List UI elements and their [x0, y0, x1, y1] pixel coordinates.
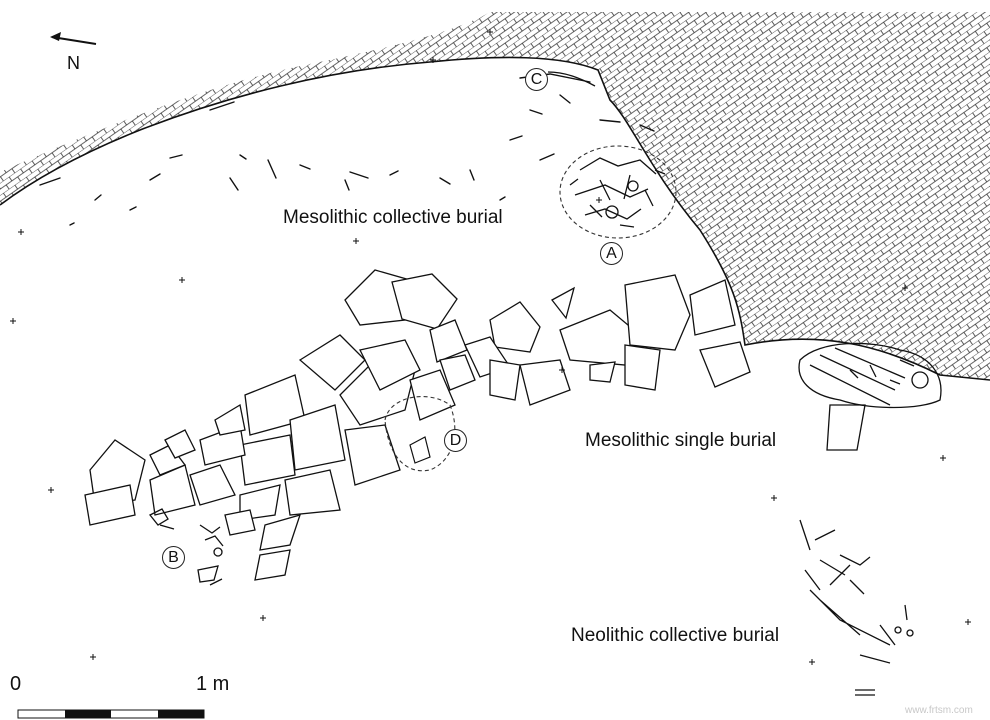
- watermark: www.frtsm.com: [905, 705, 973, 716]
- scale-start-label: 0: [10, 673, 22, 695]
- label-neolithic-collective: Neolithic collective burial: [571, 625, 780, 646]
- scale-bar: [17, 709, 205, 719]
- stone-cluster: [84, 269, 751, 581]
- bone-scatter-north: [39, 73, 655, 226]
- label-mesolithic-single: Mesolithic single burial: [585, 430, 777, 451]
- north-arrow: [50, 32, 97, 45]
- neolithic-burial: [799, 519, 914, 696]
- single-burial: [798, 342, 942, 451]
- marker-d: D: [444, 429, 467, 452]
- cave-wall: [0, 12, 990, 381]
- scale-end-label: 1 m: [196, 673, 230, 695]
- survey-markers: [10, 29, 971, 665]
- burial-c: [547, 71, 596, 87]
- marker-b: B: [162, 546, 185, 569]
- burial-a: [559, 145, 677, 239]
- marker-a: A: [600, 242, 623, 265]
- label-mesolithic-collective: Mesolithic collective burial: [283, 207, 503, 228]
- north-label: N: [67, 53, 80, 73]
- marker-c: C: [525, 68, 548, 91]
- burial-b: [148, 508, 224, 586]
